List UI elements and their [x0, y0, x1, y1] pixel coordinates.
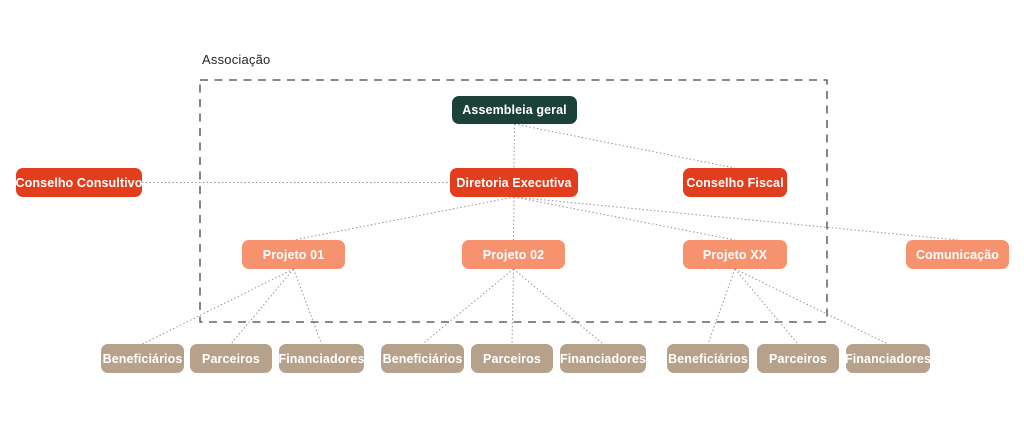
node-diretoria-executiva: Diretoria Executiva — [450, 168, 578, 197]
edge-diretoria-executiva-projeto-01 — [293, 196, 515, 241]
node-projeto-01: Projeto 01 — [242, 240, 345, 269]
node-comunicacao: Comunicação — [906, 240, 1009, 269]
node-assembleia-geral: Assembleia geral — [452, 96, 577, 124]
association-boundary-label: Associação — [202, 52, 271, 67]
node-label: Beneficiários — [668, 351, 748, 366]
node-label: Projeto 02 — [482, 247, 545, 262]
edge-projeto-01-parceiros-1 — [230, 268, 294, 345]
edge-projeto-xx-beneficiarios-3 — [707, 268, 736, 345]
association-boundary-box — [199, 79, 828, 323]
edge-projeto-xx-financiadores-3 — [734, 268, 889, 345]
node-beneficiarios-1: Beneficiários — [101, 344, 184, 373]
edge-diretoria-executiva-projeto-xx — [513, 196, 736, 241]
edge-projeto-xx-parceiros-3 — [734, 268, 799, 345]
node-beneficiarios-2: Beneficiários — [381, 344, 464, 373]
edge-projeto-01-beneficiarios-1 — [142, 268, 294, 345]
node-label: Beneficiários — [382, 351, 463, 366]
node-label: Projeto XX — [702, 247, 768, 262]
node-label: Beneficiários — [102, 351, 183, 366]
edge-diretoria-executiva-projeto-02 — [513, 196, 515, 241]
node-label: Parceiros — [769, 351, 827, 366]
edge-projeto-02-beneficiarios-2 — [422, 268, 514, 345]
node-financiadores-3: Financiadores — [844, 344, 932, 373]
edge-assembleia-geral-conselho-fiscal — [514, 123, 736, 169]
node-label: Comunicação — [915, 247, 1000, 262]
node-label: Diretoria Executiva — [456, 175, 572, 190]
edge-projeto-01-financiadores-1 — [293, 268, 322, 345]
node-financiadores-2: Financiadores — [560, 344, 646, 373]
node-label: Conselho Consultivo — [15, 175, 143, 190]
node-label: Parceiros — [483, 351, 541, 366]
node-label: Financiadores — [559, 351, 647, 366]
node-parceiros-2: Parceiros — [471, 344, 553, 373]
edge-projeto-02-financiadores-2 — [513, 268, 604, 345]
node-label: Financiadores — [844, 351, 932, 366]
node-label: Projeto 01 — [262, 247, 325, 262]
node-projeto-xx: Projeto XX — [683, 240, 787, 269]
edge-projeto-02-parceiros-2 — [511, 268, 514, 345]
node-conselho-fiscal: Conselho Fiscal — [683, 168, 787, 197]
node-label: Assembleia geral — [462, 103, 567, 117]
node-financiadores-1: Financiadores — [278, 344, 365, 373]
node-beneficiarios-3: Beneficiários — [667, 344, 749, 373]
edge-assembleia-geral-diretoria-executiva — [513, 123, 515, 169]
node-parceiros-3: Parceiros — [757, 344, 839, 373]
node-parceiros-1: Parceiros — [190, 344, 272, 373]
node-conselho-consultivo: Conselho Consultivo — [16, 168, 142, 197]
edge-diretoria-executiva-comunicacao — [513, 196, 958, 241]
node-label: Conselho Fiscal — [686, 175, 784, 190]
node-label: Financiadores — [278, 351, 365, 366]
node-projeto-02: Projeto 02 — [462, 240, 565, 269]
node-label: Parceiros — [202, 351, 260, 366]
